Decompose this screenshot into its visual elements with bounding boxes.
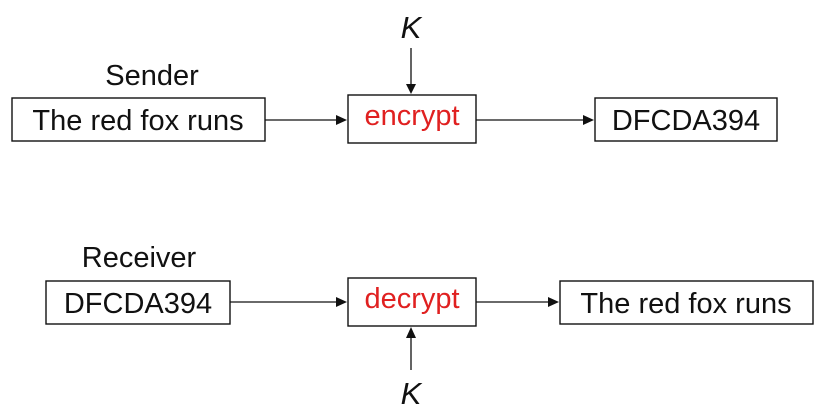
key-arrowhead-decrypt (406, 327, 416, 338)
arrowhead-encrypt-to-cipher (583, 115, 594, 125)
plaintext-sender: The red fox runs (32, 105, 243, 137)
ciphertext-box-receiver (45, 280, 231, 325)
sender-title: Sender (105, 60, 199, 92)
ciphertext-receiver: DFCDA394 (64, 288, 212, 320)
encrypt-box (347, 94, 477, 144)
encrypt-label: encrypt (364, 100, 459, 132)
ciphertext-box-sender (594, 97, 778, 142)
arrowhead-decrypt-to-plain (548, 297, 559, 307)
plaintext-box-receiver (559, 280, 814, 325)
ciphertext-sender: DFCDA394 (612, 105, 760, 137)
key-arrowhead-encrypt (406, 84, 416, 94)
arrowhead-plain-to-encrypt (336, 115, 347, 125)
plaintext-receiver: The red fox runs (580, 288, 791, 320)
sender-key-label: K (401, 10, 423, 45)
arrowhead-cipher-to-decrypt (336, 297, 347, 307)
receiver-title: Receiver (82, 242, 197, 274)
decrypt-label: decrypt (364, 283, 459, 315)
receiver-key-label: K (401, 376, 423, 411)
